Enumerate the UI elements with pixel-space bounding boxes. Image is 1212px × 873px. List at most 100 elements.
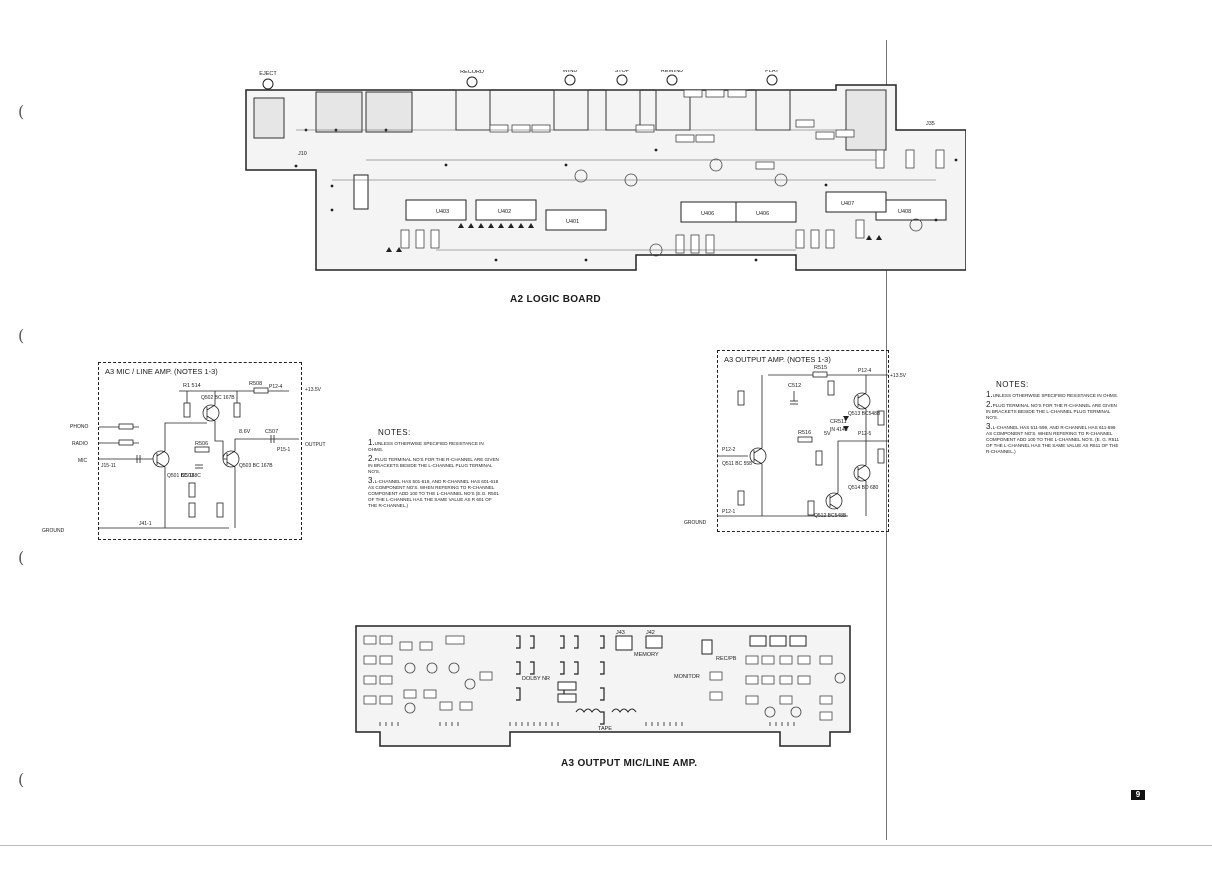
svg-text:J35: J35 xyxy=(926,121,935,127)
page-fold-divider xyxy=(886,40,887,840)
relay-block-eject xyxy=(253,97,285,139)
label-eject: EJECT xyxy=(259,71,277,77)
logic-board-caption: A2 LOGIC BOARD xyxy=(510,294,601,305)
transistor-q513: Q513 BC548B xyxy=(848,411,881,417)
transistor-q512: Q512 BC548B xyxy=(814,513,847,519)
lamp-rewind-icon xyxy=(666,74,678,86)
svg-text:MONITOR: MONITOR xyxy=(674,674,700,680)
svg-text:CR511: CR511 xyxy=(830,419,847,425)
notes-right-heading: NOTES: xyxy=(996,380,1029,389)
label-wind: WIND xyxy=(563,70,578,74)
mic-line-amp-svg: R1 514 R508 R506 8.6V C507 C503 xyxy=(99,381,299,529)
transistor-q514: Q514 BD 680 xyxy=(848,485,879,491)
scan-edge-line xyxy=(0,845,1212,846)
output-board-outline xyxy=(355,625,851,747)
input-phono: PHONO xyxy=(70,424,89,430)
binder-mark-3: ( xyxy=(18,548,25,567)
lamp-play-icon xyxy=(766,74,778,86)
plug-j15-11: J15-11 xyxy=(101,463,116,469)
svg-text:U403: U403 xyxy=(436,209,449,215)
transistor-q511: Q511 BC 558 xyxy=(722,461,752,467)
relay-block-1 xyxy=(315,91,363,133)
mic-line-amp-title: A3 MIC / LINE AMP. (NOTES 1-3) xyxy=(105,367,218,376)
svg-text:R506: R506 xyxy=(195,441,208,447)
svg-text:C503: C503 xyxy=(181,473,194,479)
svg-text:MEMORY: MEMORY xyxy=(634,652,659,658)
plug-out-p12-4: P12-4 xyxy=(858,368,872,374)
svg-text:C512: C512 xyxy=(788,383,801,389)
diode-in4148: IN 4148 xyxy=(830,427,848,433)
ic-u405 xyxy=(353,174,369,210)
transistor-q502: Q502 BC 167B xyxy=(201,395,235,401)
input-mic: MIC xyxy=(78,458,88,464)
ground-label-left: GROUND xyxy=(42,528,65,534)
page-number: 9 xyxy=(1131,790,1145,800)
notes-right-item-1: 1.UNLESS OTHERWISE SPECIFIED RESISTANCE … xyxy=(986,390,1119,399)
lamp-stop-icon xyxy=(616,74,628,86)
notes-right-item-3: 3.L-CHANNEL HAS 511-599, AND R-CHANNEL H… xyxy=(986,422,1120,455)
binder-mark-2: ( xyxy=(18,326,25,345)
logic-board-outline xyxy=(245,84,967,271)
binder-mark-1: ( xyxy=(18,102,25,121)
svg-text:R508: R508 xyxy=(249,381,262,387)
label-record: RECORD xyxy=(460,70,484,75)
svg-text:U406: U406 xyxy=(756,211,769,217)
plug-out-p12-1: P12-1 xyxy=(722,509,736,515)
binder-mark-4: ( xyxy=(18,770,25,789)
output-amp-svg: R515 C512 CR511 R516 5V xyxy=(718,365,888,517)
svg-text:5V: 5V xyxy=(824,431,831,437)
plug-out-p12-2: P12-2 xyxy=(722,447,736,453)
svg-text:U408: U408 xyxy=(898,209,911,215)
svg-text:C507: C507 xyxy=(265,429,278,435)
ic-u408a xyxy=(735,201,797,223)
label-stop: STOP xyxy=(615,70,630,74)
logic-board-diagram: EJECT RECORD WIND STOP REWIND PLAY U403 … xyxy=(236,68,967,290)
plug-out-p12-5: P12-5 xyxy=(858,431,872,437)
svg-text:R1 514: R1 514 xyxy=(183,383,201,389)
lamp-record-icon xyxy=(466,76,478,88)
svg-text:8.6V: 8.6V xyxy=(239,429,251,435)
plug-j41-1: J41-1 xyxy=(139,521,152,527)
output-board-diagram: DOLBY NR MEMORY MONITOR REC/PB TAPE J43 … xyxy=(350,612,860,752)
output-amp-title: A3 OUTPUT AMP. (NOTES 1-3) xyxy=(724,355,831,364)
notes-center-item-2: 2.PLUG TERMINAL NO'S FOR THE R-CHANNEL A… xyxy=(368,454,499,475)
output-board-svg: DOLBY NR MEMORY MONITOR REC/PB TAPE J43 … xyxy=(355,625,851,747)
svg-text:U402: U402 xyxy=(498,209,511,215)
svg-text:R516: R516 xyxy=(798,430,811,436)
svg-text:DOLBY NR: DOLBY NR xyxy=(522,676,550,682)
plug-p15-1: P15-1 xyxy=(277,447,291,453)
label-play: PLAY xyxy=(765,70,779,74)
relay-block-2 xyxy=(365,91,413,133)
ic-u407 xyxy=(825,191,887,213)
notes-center-heading: NOTES: xyxy=(378,428,411,437)
ic-u402 xyxy=(475,199,537,221)
svg-text:U406: U406 xyxy=(701,211,714,217)
relay-block-right xyxy=(845,89,887,151)
output-label-left: OUTPUT xyxy=(305,442,326,448)
svg-text:J42: J42 xyxy=(646,630,655,636)
plug-p12-4: P12-4 xyxy=(269,384,283,390)
logic-board-svg: EJECT RECORD WIND STOP REWIND PLAY U403 … xyxy=(245,68,967,271)
lamp-wind-icon xyxy=(564,74,576,86)
notes-right: NOTES: 1.UNLESS OTHERWISE SPECIFIED RESI… xyxy=(986,380,1122,458)
lamp-eject-icon xyxy=(262,78,274,90)
svg-text:U407: U407 xyxy=(841,201,854,207)
svg-text:J10: J10 xyxy=(298,151,307,157)
label-rewind: REWIND xyxy=(661,70,683,74)
input-radio: RADIO xyxy=(72,441,88,447)
output-board-caption: A3 OUTPUT MIC/LINE AMP. xyxy=(561,758,698,769)
supply-label-left: +13.5V xyxy=(305,387,321,393)
svg-text:REC/PB: REC/PB xyxy=(716,656,737,662)
ground-label-right: GROUND xyxy=(684,520,707,526)
svg-text:U401: U401 xyxy=(566,219,579,225)
svg-text:TAPE: TAPE xyxy=(598,726,612,732)
notes-center-item-3: 3.L-CHANNEL HAS 501-518, AND R-CHANNEL H… xyxy=(368,476,499,509)
transistor-q501: Q501 BC 168C xyxy=(167,473,201,479)
output-amp-box: A3 OUTPUT AMP. (NOTES 1-3) xyxy=(717,350,889,532)
ic-u401 xyxy=(545,209,607,231)
supply-label-right: +13.5V xyxy=(890,373,906,379)
svg-text:R515: R515 xyxy=(814,365,827,371)
mic-line-amp-box: A3 MIC / LINE AMP. (NOTES 1-3) xyxy=(98,362,302,540)
notes-center: NOTES: 1.UNLESS OTHERWISE SPECIFIED RESI… xyxy=(368,428,500,512)
notes-center-item-1: 1.UNLESS OTHERWISE SPECIFIED RESISTANCE … xyxy=(368,438,484,453)
